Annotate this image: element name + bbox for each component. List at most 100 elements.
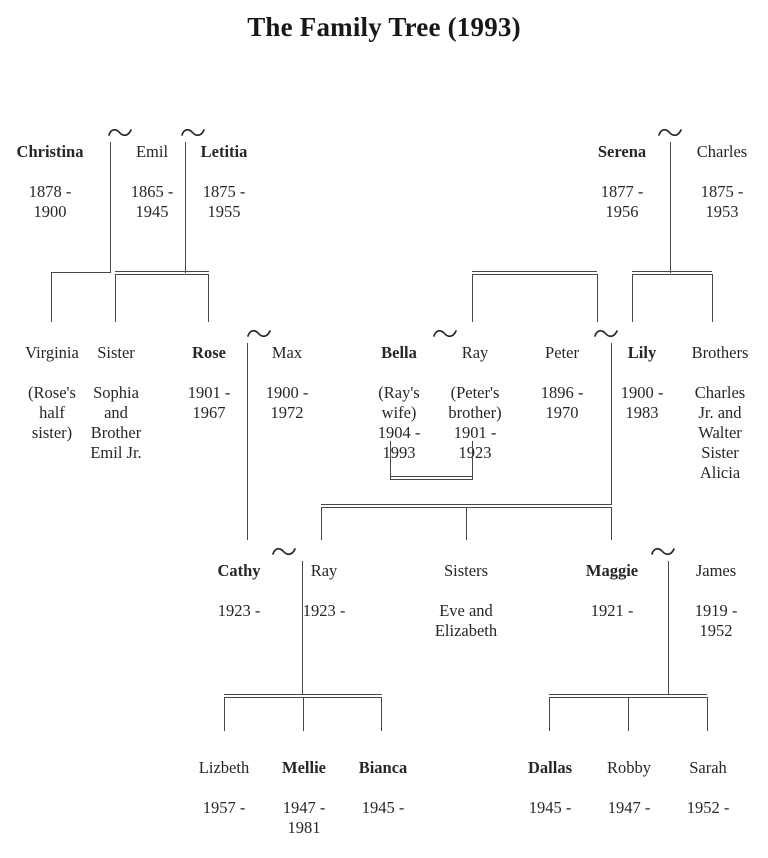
person-lizbeth: Lizbeth 1957 - [182,738,266,838]
child-drop-eve-elizabeth [466,507,467,540]
person-dates: 1957 - [202,798,246,817]
child-drop-sophia-emiljr [115,274,116,322]
person-dates: 1947 - 1981 [282,798,326,837]
person-dates: 1875 - 1953 [700,182,744,221]
marriage-link-icon [107,126,133,140]
child-drop-cathy-ray-branch [321,507,322,540]
person-dates: 1877 - 1956 [600,182,644,221]
person-dates: 1923 - [217,601,261,620]
marriage-link-icon [271,545,297,559]
person-cathy: Cathy 1923 - [200,541,278,641]
person-ray-jr: Ray 1923 - [288,541,360,641]
marriage-link-icon [593,327,619,341]
person-bella: Bella (Ray's wife) 1904 - 1993 [358,323,440,483]
child-drop-brothers-sister [712,274,713,322]
person-sarah: Sarah 1952 - [666,738,750,838]
person-name: Virginia [25,343,79,362]
person-dates: 1901 - 1967 [187,383,231,422]
person-dates: Eve and Elizabeth [434,601,498,640]
child-drop-ray-sr [472,274,473,322]
person-dates: 1923 - [302,601,346,620]
person-name: Peter [545,343,579,362]
person-peter: Peter 1896 - 1970 [524,323,600,443]
marriage-link-icon [180,126,206,140]
marriage-link-icon [657,126,683,140]
person-name: Ray [310,561,338,580]
person-name: Maggie [585,561,639,580]
person-name: Bianca [358,758,408,777]
person-dates: 1947 - [607,798,651,817]
person-dates: 1896 - 1970 [540,383,584,422]
marriage-descent-cathy-ray [302,561,303,695]
person-name: Sisters [443,561,488,580]
bracket-right-bella-ray [472,441,473,479]
child-drop-lily [632,274,633,322]
person-name: Christina [16,142,84,161]
marriage-link-icon [650,545,676,559]
person-brothers-sister: Brothers Charles Jr. and Walter Sister A… [678,323,762,503]
marriage-descent-peter-lily [611,343,612,505]
person-james: James 1919 - 1952 [676,541,756,661]
sibling-bar-serena-charles [632,271,712,275]
person-lily: Lily 1900 - 1983 [608,323,676,443]
child-elbow-virginia [51,272,111,273]
person-dates: (Ray's wife) 1904 - 1993 [377,383,421,462]
child-drop-rose [208,274,209,322]
person-name: Sister [97,343,135,362]
person-rose: Rose 1901 - 1967 [170,323,248,443]
marriage-descent-maggie-james [668,561,669,695]
person-name: Mellie [282,758,326,777]
person-dates: 1952 - [686,798,730,817]
person-christina: Christina 1878 - 1900 [0,122,100,242]
marriage-descent-serena-charles [670,142,671,273]
person-name: Dallas [527,758,572,777]
person-dates: (Rose's half sister) [28,383,76,442]
sibling-bar-ray-peter [472,271,597,275]
person-name: Letitia [200,142,248,161]
person-name: Cathy [217,561,261,580]
person-serena: Serena 1877 - 1956 [576,122,668,242]
person-ray-sr: Ray (Peter's brother) 1901 - 1923 [434,323,516,483]
child-drop-maggie [611,507,612,540]
person-dates: 1900 - 1972 [265,383,309,422]
person-dates: Sophia and Brother Emil Jr. [90,383,142,462]
bracket-left-bella-ray [390,441,391,479]
person-dates: 1900 - 1983 [620,383,664,422]
person-name: Max [271,343,303,362]
marriage-link-icon [246,327,272,341]
person-name: Sarah [689,758,727,777]
person-dates: 1865 - 1945 [130,182,174,221]
person-name: Serena [597,142,647,161]
marriage-link-icon [432,327,458,341]
person-dates: 1878 - 1900 [28,182,72,221]
child-drop-peter [597,274,598,322]
person-name: Lily [627,343,657,362]
person-dates: Charles Jr. and Walter Sister Alicia [694,383,746,482]
person-dates: 1921 - [590,601,634,620]
person-dallas: Dallas 1945 - [508,738,592,838]
marriage-descent-emil-letitia [185,142,186,273]
child-drop-bianca [381,697,382,731]
person-name: Bella [381,343,417,362]
person-dates: 1945 - [528,798,572,817]
person-charles: Charles 1875 - 1953 [676,122,768,242]
marriage-descent-rose-max [247,343,248,540]
person-dates: 1945 - [361,798,405,817]
child-drop-dallas [549,697,550,731]
person-bianca: Bianca 1945 - [341,738,425,838]
person-letitia: Letitia 1875 - 1955 [178,122,270,242]
person-name: Lizbeth [198,758,250,777]
child-drop-sarah [707,697,708,731]
person-robby: Robby 1947 - [587,738,671,838]
marriage-descent-christina-emil [110,142,111,273]
sibling-bar-emil-letitia [115,271,209,275]
person-name: Rose [192,343,226,362]
person-eve-elizabeth: Sisters Eve and Elizabeth [410,541,522,661]
person-max: Max 1900 - 1972 [248,323,326,443]
person-name: Charles [696,142,748,161]
person-name: Robby [606,758,651,777]
child-drop-lizbeth [224,697,225,731]
page-title: The Family Tree (1993) [247,12,521,42]
family-tree-diagram: The Family Tree (1993) Christina 1878 - … [0,12,768,837]
person-name: James [695,561,737,580]
